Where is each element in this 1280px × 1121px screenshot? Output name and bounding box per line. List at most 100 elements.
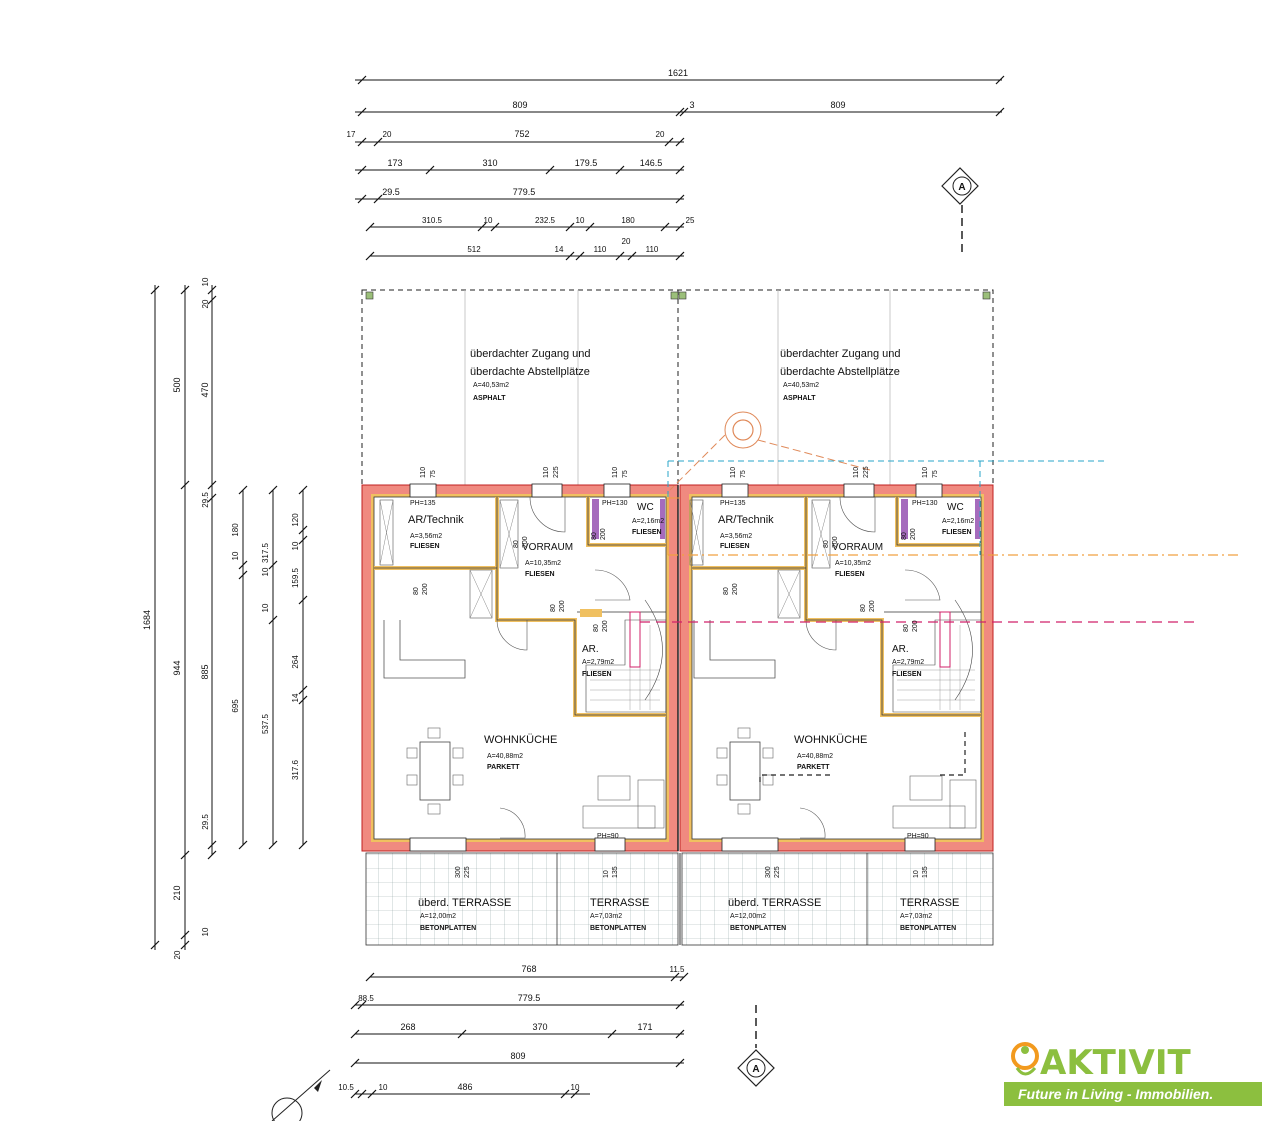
dimension-tick [298, 695, 308, 705]
dimension-tick [615, 251, 625, 261]
dim-label: 120 [291, 513, 300, 527]
dim-label: 10 [291, 541, 300, 550]
dimension-tick [365, 972, 375, 982]
dim-label: 11.5 [670, 965, 686, 974]
dim-label: 20 [173, 950, 182, 959]
dimension-tick [565, 222, 575, 232]
room-floor: FLIESEN [525, 571, 555, 578]
dimension-tick [490, 222, 500, 232]
room-name-wc: WC [637, 502, 654, 513]
dimension-tick [670, 972, 680, 982]
dimension-tick [207, 480, 217, 490]
carport-title: überdachte Abstellplätze [470, 366, 590, 378]
parapet-height: PH=135 [720, 500, 746, 507]
dimension-tick [357, 107, 367, 117]
room-name-terrasse: TERRASSE [900, 897, 959, 909]
dimension-tick [675, 1058, 685, 1068]
dimension-tick [238, 485, 248, 495]
dimension-tick [560, 1089, 570, 1099]
window-dim: 75 [430, 470, 437, 478]
dimension-tick [679, 972, 689, 982]
room-area: A=2,16m2 [942, 518, 974, 525]
room-floor: BETONPLATTEN [420, 925, 476, 932]
room-area: A=2,79m2 [892, 659, 924, 666]
dimension-tick [373, 137, 383, 147]
dimension-tick [207, 493, 217, 503]
section-marker-label: A [958, 182, 965, 193]
dim-label: 885 [200, 664, 210, 679]
room-floor: FLIESEN [632, 529, 662, 536]
room-name-technik: AR/Technik [718, 514, 774, 526]
room-area: A=12,00m2 [730, 913, 766, 920]
dim-label: 159.5 [291, 567, 300, 588]
dim-label: 537.5 [261, 713, 270, 734]
top-dimension-chains [355, 79, 1002, 257]
window-dim: 110 [612, 467, 619, 478]
dim-label: 179.5 [575, 158, 598, 168]
dimension-tick [207, 840, 217, 850]
dim-label: 20 [656, 130, 665, 139]
dimension-tick [180, 850, 190, 860]
dim-label: 768 [521, 964, 536, 974]
dim-label: 10 [571, 1083, 580, 1092]
dimension-tick [357, 165, 367, 175]
dim-label: 17 [347, 130, 356, 139]
dim-label: 470 [200, 382, 210, 397]
door-dim: 200 [869, 600, 876, 612]
dim-label: 210 [172, 885, 182, 900]
room-area: A=10,35m2 [835, 560, 871, 567]
door-dim: 80 [903, 624, 910, 632]
window-dim: 110 [853, 467, 860, 478]
dim-label: 752 [514, 129, 529, 139]
dim-label: 232.5 [535, 216, 556, 225]
dim-left-total: 1684 [142, 610, 152, 630]
dimension-tick [150, 285, 160, 295]
window-dim: 225 [863, 466, 870, 478]
window-dim: 225 [553, 466, 560, 478]
room-floor: BETONPLATTEN [900, 925, 956, 932]
terrace-dim: 300 [765, 866, 772, 878]
parapet-height: PH=90 [597, 833, 619, 840]
dimension-tick [675, 222, 685, 232]
dimension-tick [207, 850, 217, 860]
dim-label: 317.5 [261, 542, 270, 563]
carport-floor: ASPHALT [783, 395, 816, 402]
dim-label: 20 [201, 299, 210, 308]
logo-mark-icon [1011, 1042, 1039, 1070]
room-name-technik: AR/Technik [408, 514, 464, 526]
dimension-tick [357, 194, 367, 204]
window-dim: 110 [420, 467, 427, 478]
section-marker-label: A [752, 1064, 759, 1075]
dim-label: 486 [457, 1082, 472, 1092]
dim-label: 171 [637, 1022, 652, 1032]
dimension-tick [350, 1089, 360, 1099]
room-area: A=3,56m2 [410, 533, 442, 540]
door-dim: 80 [901, 532, 908, 540]
dim-label: 310 [482, 158, 497, 168]
window-dim: 75 [740, 470, 747, 478]
room-name-wohnkueche: WOHNKÜCHE [794, 734, 867, 746]
door-dim: 80 [860, 604, 867, 612]
door-dim: 80 [593, 624, 600, 632]
dim-label: 809 [512, 100, 527, 110]
dimension-tick [150, 940, 160, 950]
door-dim: 80 [550, 604, 557, 612]
terrace-dim: 300 [455, 866, 462, 878]
room-name-wc: WC [947, 502, 964, 513]
dimension-tick [298, 525, 308, 535]
window-dim: 110 [543, 467, 550, 478]
parapet-height: PH=135 [410, 500, 436, 507]
dimension-tick [995, 107, 1005, 117]
terrace-dim: 10 [603, 870, 610, 878]
room-area: A=7,03m2 [590, 913, 622, 920]
dimension-tick [357, 1000, 367, 1010]
room-name-vorraum: VORRAUM [522, 542, 573, 553]
room-floor: FLIESEN [582, 671, 612, 678]
dim-label: 695 [231, 699, 240, 713]
dimension-tick [995, 75, 1005, 85]
dim-label: 110 [646, 245, 659, 254]
dim-label: 29.5 [382, 187, 400, 197]
dim-label: 512 [467, 245, 481, 254]
dim-label: 944 [172, 660, 182, 675]
door-dim: 200 [912, 620, 919, 632]
